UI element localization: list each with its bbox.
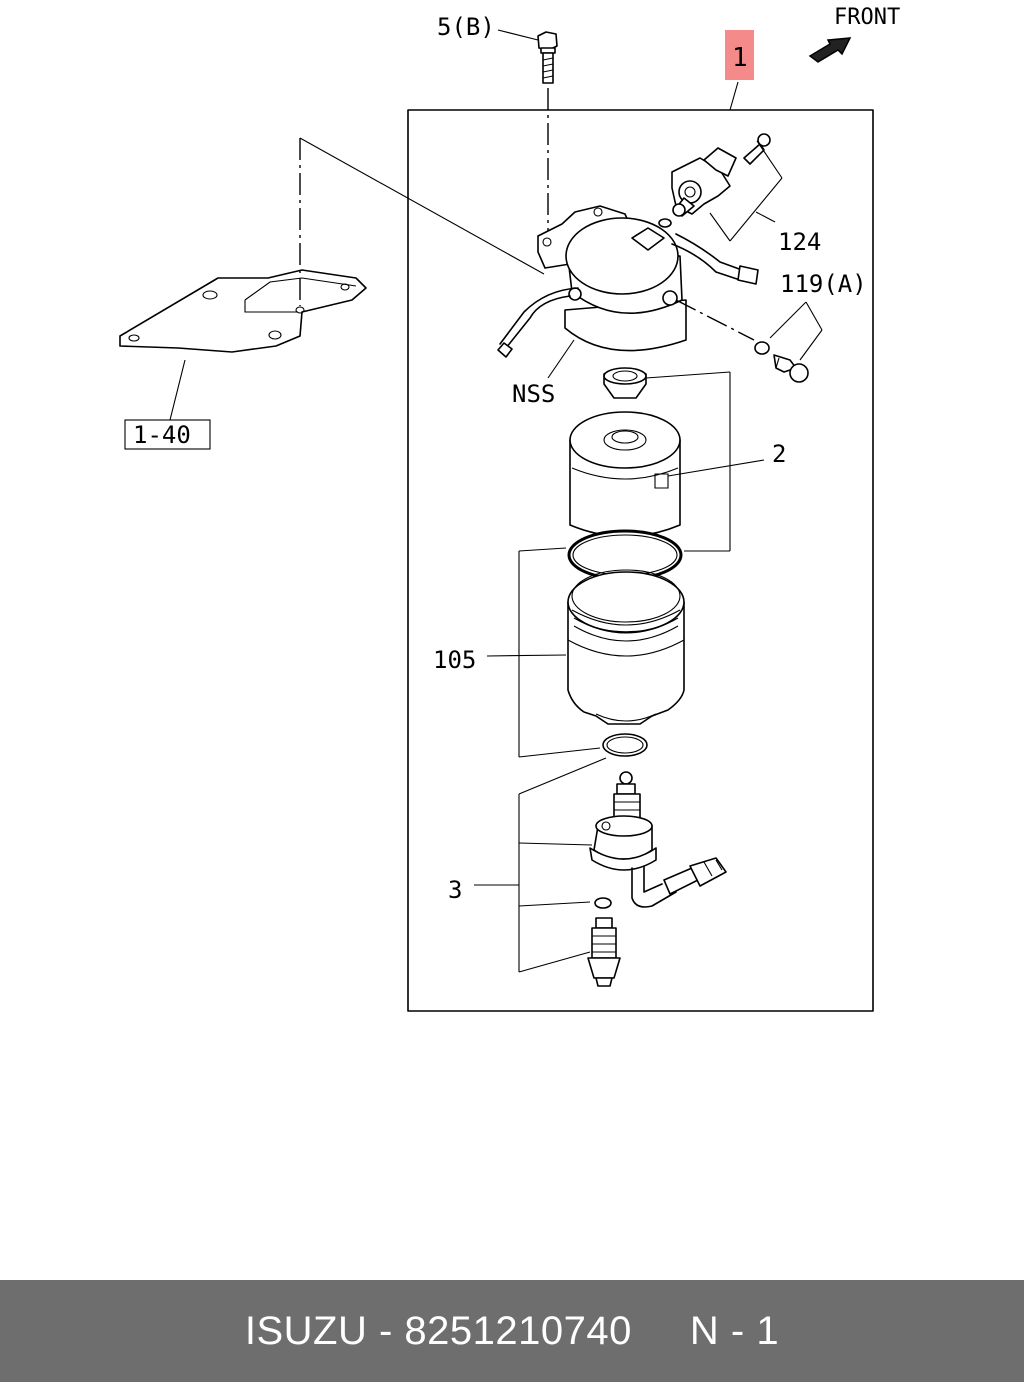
bracket-plate [119, 269, 367, 353]
front-indicator: FRONT [808, 5, 900, 63]
front-label: FRONT [834, 5, 900, 30]
bracket-group: 1-40 [119, 137, 545, 450]
assembly-frame [407, 109, 874, 1012]
callout-nss[interactable]: NSS [512, 380, 555, 408]
part-number-caption: ISUZU - 8251210740 N - 1 [244, 1308, 780, 1353]
callout-bolt-b[interactable]: 5(B) [437, 13, 495, 41]
callout-bolt-a[interactable]: 119(A) [780, 270, 867, 298]
footer-bar: ISUZU - 8251210740 N - 1 [0, 1280, 1024, 1382]
front-arrow-icon [808, 37, 852, 63]
bracket-ref-box[interactable] [124, 419, 211, 450]
callout-drain[interactable]: 3 [448, 876, 462, 904]
parts-diagram: FRONT 5(B) 1 [119, 5, 900, 1012]
callout-sensor[interactable]: 124 [778, 228, 821, 256]
assembly-callout[interactable]: 1 [725, 30, 754, 111]
element-group: 2 [569, 367, 786, 552]
drain-group: 3 [448, 757, 727, 987]
filter-head: NSS [497, 205, 759, 408]
callout-case[interactable]: 105 [433, 646, 476, 674]
bolt-b-icon [537, 31, 558, 84]
callout-bracket-ref: 1-40 [133, 421, 191, 449]
case-group: 105 [433, 529, 685, 758]
callout-highlight [725, 30, 754, 80]
callout-assembly: 1 [732, 43, 748, 73]
sensor-group: 124 [658, 133, 821, 256]
callout-element[interactable]: 2 [772, 440, 786, 468]
bolt-a-group: 119(A) [675, 270, 867, 383]
bolt-b-group: 5(B) [437, 13, 558, 240]
